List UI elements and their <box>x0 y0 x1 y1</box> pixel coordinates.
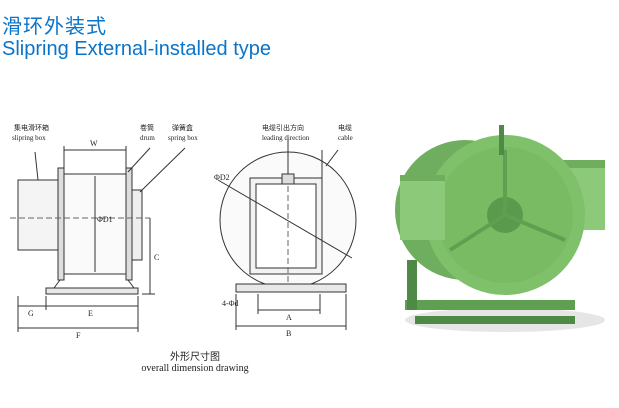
dim-e: E <box>88 309 93 318</box>
drum-label-en: drum <box>140 134 155 142</box>
dim-d2: ΦD2 <box>214 173 230 182</box>
page-title-chinese: 滑环外装式 <box>2 14 107 38</box>
spring-box-label-en: spring box <box>168 134 198 142</box>
slipring-box-label-cn: 集电滑环箱 <box>14 123 49 132</box>
caption-cn: 外形尺寸图 <box>170 352 220 363</box>
dim-b: B <box>286 329 291 338</box>
dimension-drawing: 集电滑环箱 slipring box 卷筒 drum 弹簧盒 spring bo… <box>10 123 357 340</box>
dim-a: A <box>286 313 292 322</box>
dim-c: C <box>154 253 159 262</box>
dim-4-phi-d: 4-Φd <box>222 299 239 308</box>
cable-label-en: cable <box>338 134 353 142</box>
dim-w: W <box>90 139 98 148</box>
dim-f: F <box>76 331 81 340</box>
drum-label-cn: 卷筒 <box>140 123 154 132</box>
drawing-caption: 外形尺寸图 overall dimension drawing <box>140 348 250 374</box>
cable-label-cn: 电缆 <box>338 123 352 132</box>
slipring-box-label-en: slipring box <box>12 134 46 142</box>
leading-direction-label-cn: 电缆引出方向 <box>262 123 304 132</box>
slipring-box-shape <box>17 179 59 251</box>
cable-reel-photo <box>395 125 605 332</box>
dim-g: G <box>28 309 34 318</box>
page-title-english: Slipring External-installed type <box>2 38 272 60</box>
spring-box-label-cn: 弹簧盒 <box>172 123 193 132</box>
caption-en: overall dimension drawing <box>141 363 249 374</box>
dim-d1: ΦD1 <box>97 215 113 224</box>
leading-direction-label-en: leading direction <box>262 134 310 142</box>
